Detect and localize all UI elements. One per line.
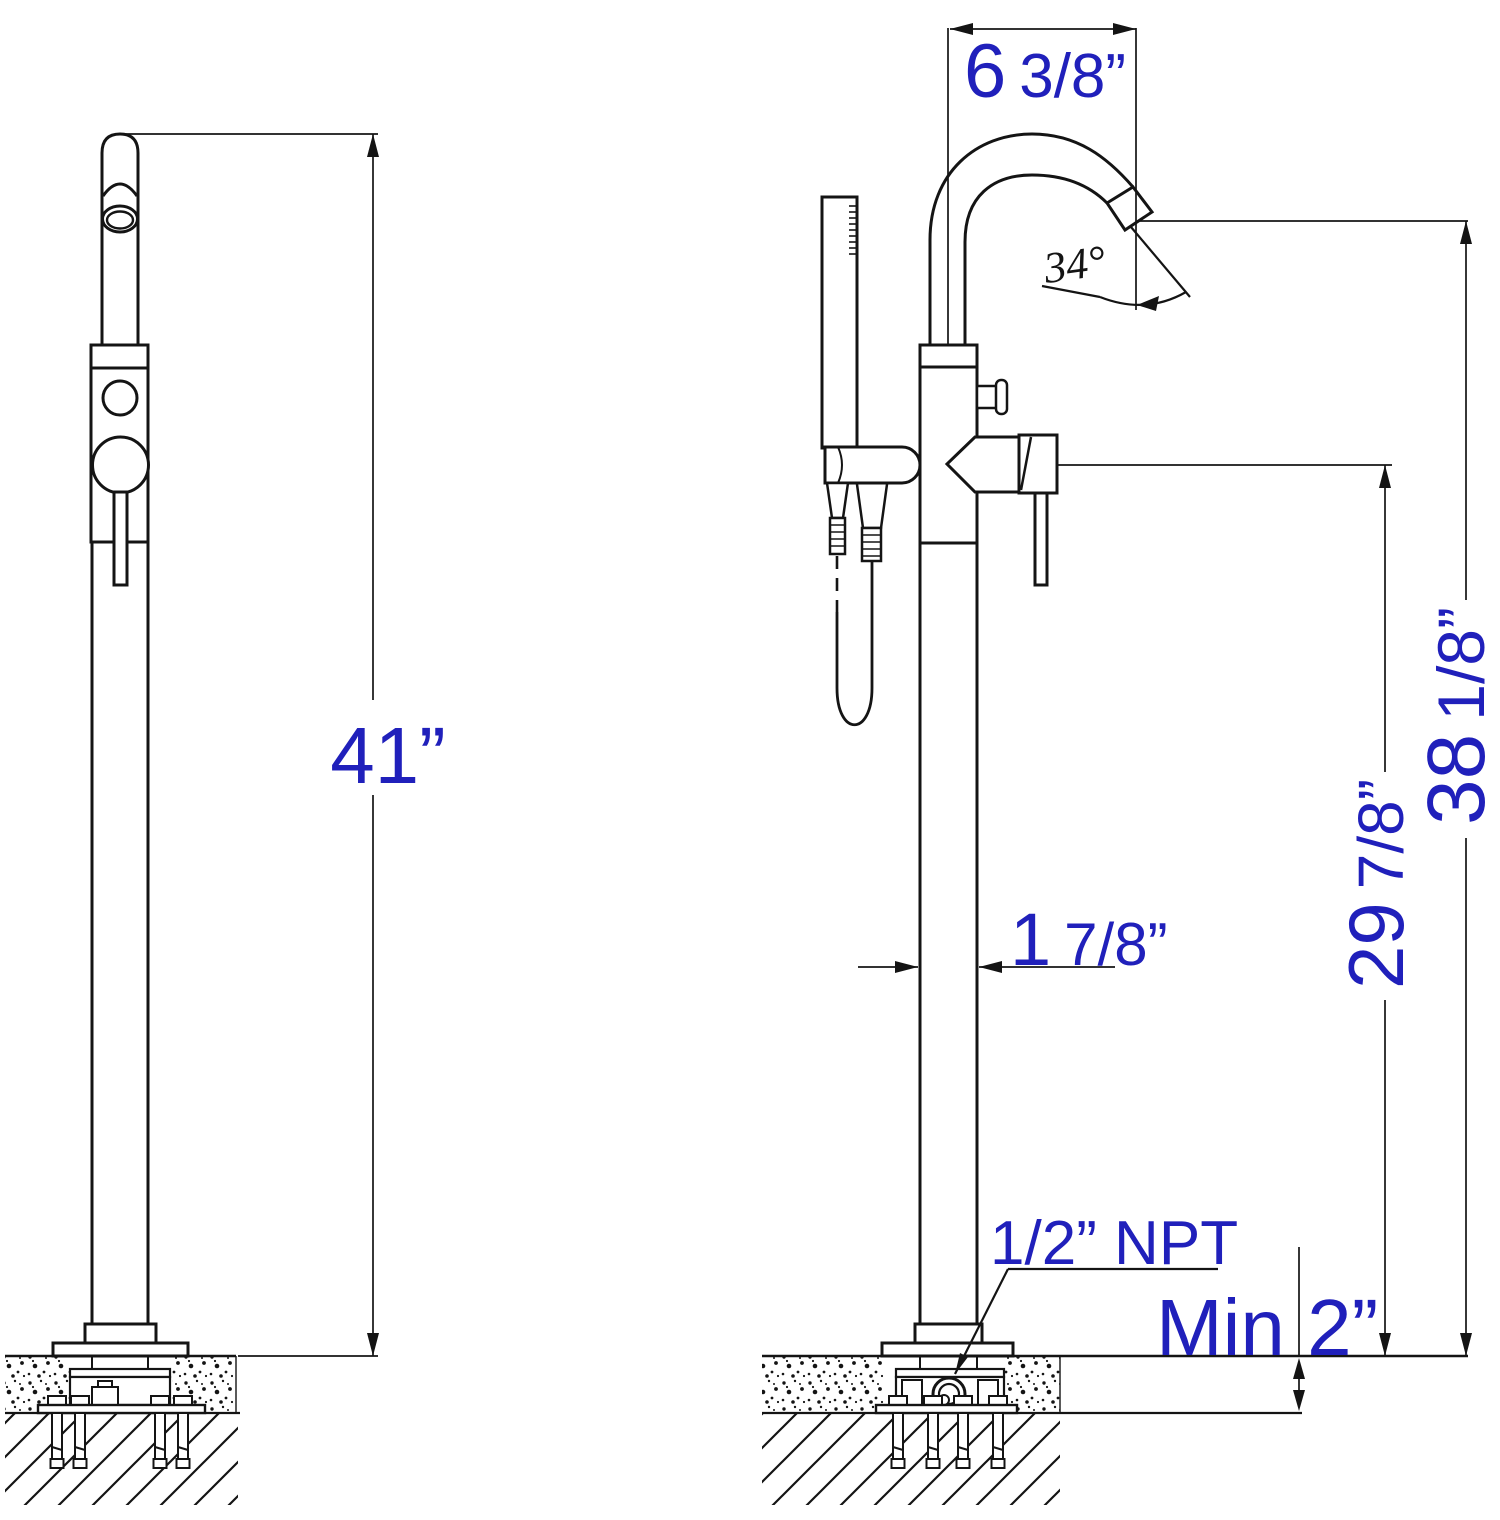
hand-shower-wand — [820, 195, 859, 450]
front-handle-lever — [112, 490, 129, 587]
dim-handle-height-label: 29 7/8” — [1332, 778, 1420, 990]
front-spout-mouth-outer — [101, 204, 139, 234]
side-spout-inner — [963, 173, 1109, 346]
front-gooseneck-arc — [101, 182, 139, 197]
front-spout-riser — [100, 132, 140, 345]
wand-tail-fitting — [825, 481, 850, 520]
dim-overall-height-label: 41” — [330, 711, 446, 800]
shower-hose — [835, 562, 874, 727]
front-rough-in-valve — [36, 1367, 207, 1469]
hand-shower-spray-face — [849, 205, 856, 255]
side-base-flange — [880, 1341, 1015, 1358]
hand-shower-holder — [823, 445, 922, 485]
side-handle-body — [944, 435, 1021, 494]
front-handle-hub — [91, 435, 150, 495]
front-base-flange — [51, 1341, 190, 1358]
dimension-lines — [120, 28, 1468, 1400]
front-spout-mouth-inner — [105, 210, 135, 230]
dim-pipe-diameter-fraction: 7/8” — [1064, 911, 1168, 978]
side-handle-lever — [1033, 491, 1049, 587]
dim-water-inlet-label: 1/2” NPT — [990, 1209, 1239, 1278]
hose-elbow-fitting — [854, 475, 890, 530]
floor-section-side — [762, 1354, 1468, 1505]
dim-spout-reach-fraction: 3/8” — [1019, 42, 1127, 111]
dim-spout-reach-whole: 6 — [963, 29, 1007, 114]
side-view — [820, 132, 1155, 1369]
side-spout-outer — [928, 132, 1135, 346]
dim-spout-angle-label: 34° — [1040, 235, 1109, 294]
dim-spout-height-whole: 38 — [1411, 733, 1500, 825]
dim-spout-height-fraction: 1/8” — [1424, 607, 1498, 721]
side-spout-tip — [1104, 185, 1155, 233]
front-view — [51, 132, 190, 1369]
front-base-step — [83, 1322, 158, 1345]
dim-spout-height-label: 38 1/8” — [1411, 607, 1500, 825]
dim-handle-height-fraction: 7/8” — [1345, 778, 1417, 890]
side-anchor-bolts — [890, 1412, 1006, 1469]
floor-section-front — [5, 1354, 378, 1505]
dimension-arrowheads — [367, 23, 1472, 1411]
front-anchor-bolts — [49, 1412, 191, 1469]
side-column-cap — [918, 343, 979, 369]
dim-handle-height-whole: 29 — [1332, 902, 1420, 990]
dim-pipe-diameter-whole: 1 — [1010, 898, 1052, 981]
dim-floor-thickness-label: Min 2” — [1156, 1283, 1379, 1372]
side-rough-in-valve — [874, 1367, 1019, 1469]
front-diverter-button — [101, 379, 139, 417]
